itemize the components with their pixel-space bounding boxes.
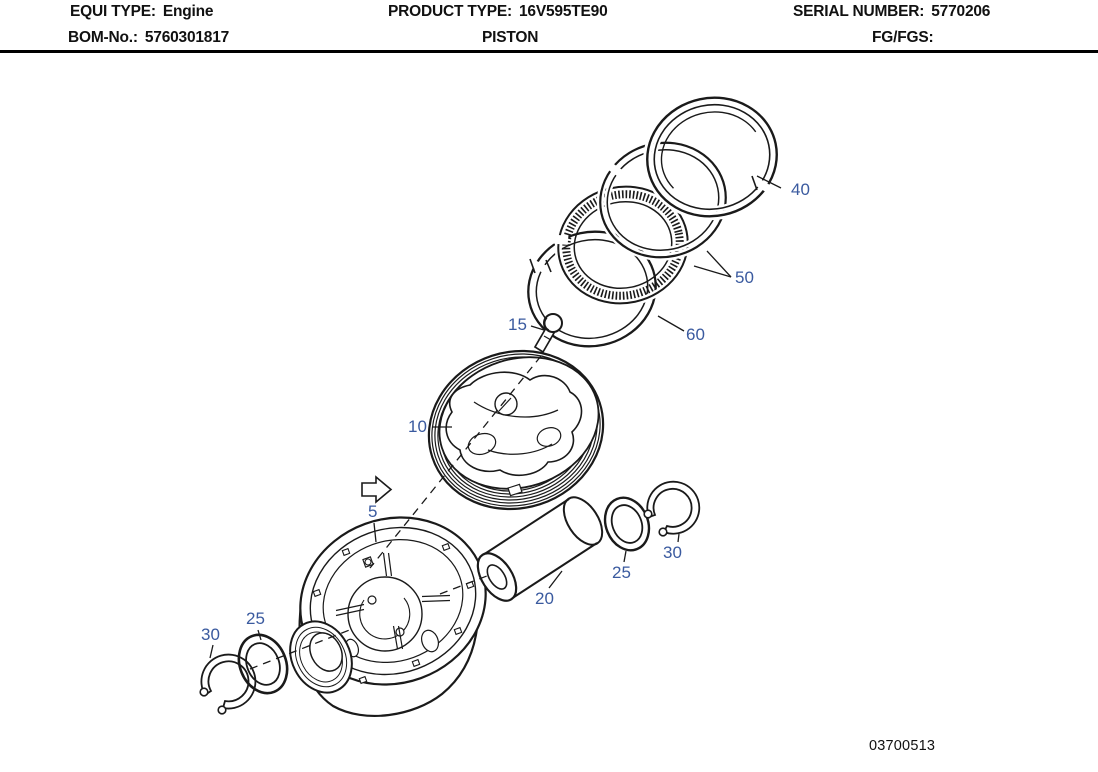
serial-number-label: SERIAL NUMBER:	[793, 3, 925, 20]
callout-30-left: 30	[201, 625, 220, 644]
serial-number-value: 5770206	[931, 3, 991, 20]
circlip-30-left	[199, 653, 257, 715]
bom-no-label: BOM-No.:	[68, 29, 138, 46]
callout-30-right: 30	[663, 543, 682, 562]
product-type-value: 16V595TE90	[519, 3, 608, 20]
seal-ring-25-left	[237, 633, 289, 695]
callout-25-left: 25	[246, 609, 265, 628]
callout-leader-lines	[209, 175, 782, 659]
equi-type-label: EQUI TYPE:	[70, 3, 156, 20]
piston-ring-40	[643, 93, 781, 221]
bom-no-value: 5760301817	[144, 29, 230, 46]
product-type: PRODUCT TYPE: 16V595TE90	[388, 3, 608, 21]
assembly-axis-lines	[249, 355, 542, 670]
fg-fgs-label: FG/FGS:	[872, 29, 934, 46]
callout-40: 40	[791, 180, 810, 199]
piston-skirt-5	[289, 516, 487, 717]
callout-15: 15	[508, 315, 527, 334]
callout-10: 10	[408, 417, 427, 436]
callout-5: 5	[368, 502, 378, 521]
callout-25-right: 25	[612, 563, 631, 582]
piston-ring-60	[526, 230, 657, 348]
callout-60: 60	[686, 325, 705, 344]
equi-type: EQUI TYPE: Engine	[70, 3, 214, 21]
callout-20: 20	[535, 589, 554, 608]
drawing-number: 03700513	[869, 738, 936, 754]
direction-arrow-icon	[361, 475, 393, 504]
serial-number: SERIAL NUMBER: 5770206	[793, 3, 990, 21]
callout-50: 50	[735, 268, 754, 287]
piston-crown-10	[427, 349, 605, 511]
circlip-30-right	[643, 480, 701, 537]
fg-fgs: FG/FGS:	[872, 29, 940, 47]
header-divider	[0, 50, 1098, 53]
equi-type-value: Engine	[162, 3, 214, 20]
piston-pin-20	[476, 496, 604, 602]
bolt-15	[533, 313, 563, 354]
page-title: PISTON	[482, 29, 539, 46]
bom-no: BOM-No.: 5760301817	[68, 29, 229, 47]
product-type-label: PRODUCT TYPE:	[388, 3, 512, 20]
